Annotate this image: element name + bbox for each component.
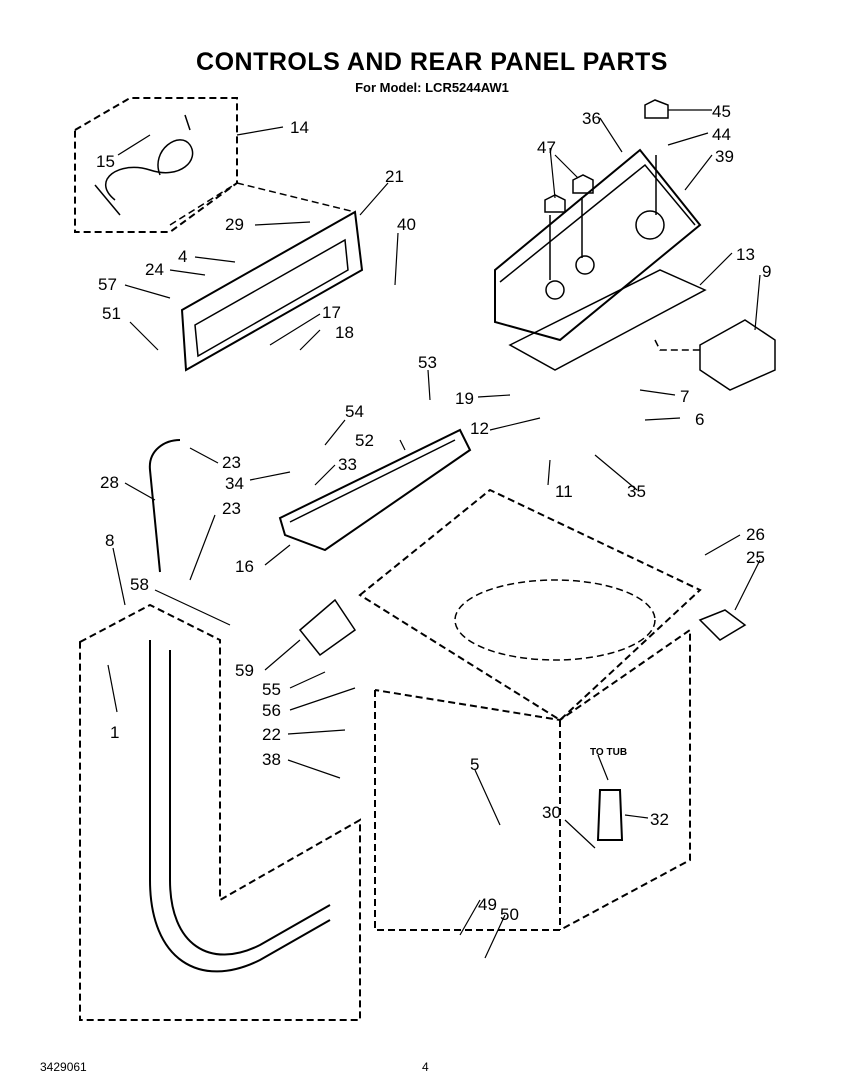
- to-tub-note: TO TUB: [590, 747, 627, 758]
- callout-56: 56: [262, 701, 281, 720]
- control-tray: [278, 428, 472, 552]
- callout-4: 4: [178, 247, 187, 266]
- callout-45: 45: [712, 102, 731, 121]
- callout-21: 21: [385, 167, 404, 186]
- console-bracket: [508, 269, 707, 371]
- callout-16: 16: [235, 557, 254, 576]
- callout-44: 44: [712, 125, 731, 144]
- console: [494, 148, 702, 342]
- callout-17: 17: [322, 303, 341, 322]
- callout-34: 34: [225, 474, 244, 493]
- fill-hose: [148, 439, 181, 573]
- callout-52: 52: [355, 431, 374, 450]
- callout-50: 50: [500, 905, 519, 924]
- inlet-hoses: [149, 640, 331, 973]
- leader-lines: [107, 109, 761, 959]
- callout-36: 36: [582, 109, 601, 128]
- timer: [699, 319, 776, 391]
- callout-55: 55: [262, 680, 281, 699]
- callout-23a: 23: [222, 453, 241, 472]
- callout-11: 11: [555, 482, 573, 501]
- callout-29: 29: [225, 215, 244, 234]
- callout-6: 6: [695, 410, 704, 429]
- part-25: [698, 609, 747, 641]
- callout-5: 5: [470, 755, 479, 774]
- drain-hose: [596, 789, 624, 841]
- callout-13: 13: [736, 245, 755, 264]
- callout-22: 22: [262, 725, 281, 744]
- callout-8: 8: [105, 531, 114, 550]
- callout-40: 40: [397, 215, 416, 234]
- power-cord-coil: [94, 114, 194, 216]
- callout-35: 35: [627, 482, 646, 501]
- callout-39: 39: [715, 147, 734, 166]
- callout-30: 30: [542, 803, 561, 822]
- page-number: 4: [422, 1060, 429, 1074]
- callout-26: 26: [746, 525, 765, 544]
- callout-49: 49: [478, 895, 497, 914]
- callout-38: 38: [262, 750, 281, 769]
- callout-54: 54: [345, 402, 364, 421]
- callout-53: 53: [418, 353, 437, 372]
- callout-23b: 23: [222, 499, 241, 518]
- cabinet-top: [358, 488, 702, 722]
- callout-18: 18: [335, 323, 354, 342]
- callout-25: 25: [746, 548, 765, 567]
- page-title: CONTROLS AND REAR PANEL PARTS: [196, 48, 668, 76]
- callout-7: 7: [680, 387, 689, 406]
- callout-19: 19: [455, 389, 474, 408]
- model-subtitle: For Model: LCR5244AW1: [355, 80, 509, 95]
- callout-51: 51: [102, 304, 121, 323]
- rear-panel: [180, 210, 364, 372]
- callout-58: 58: [130, 575, 149, 594]
- callout-12: 12: [470, 419, 489, 438]
- doc-number: 3429061: [40, 1060, 87, 1074]
- inlet-hose-box: [79, 603, 361, 1021]
- callout-24: 24: [145, 260, 164, 279]
- callout-9: 9: [762, 262, 771, 281]
- callout-57: 57: [98, 275, 117, 294]
- callout-47: 47: [537, 138, 556, 157]
- callout-32: 32: [650, 810, 669, 829]
- callout-33: 33: [338, 455, 357, 474]
- callout-15: 15: [96, 152, 115, 171]
- pump-bracket: [298, 598, 357, 657]
- callout-1: 1: [110, 723, 119, 742]
- callout-14: 14: [290, 118, 309, 137]
- callout-28: 28: [100, 473, 119, 492]
- callout-59: 59: [235, 661, 254, 680]
